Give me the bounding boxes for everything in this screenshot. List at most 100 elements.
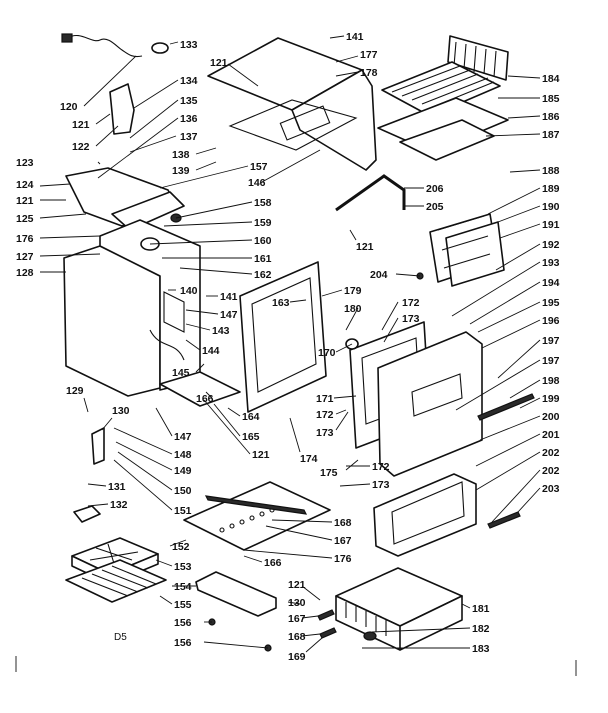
glass-191 [445,221,505,287]
callout-125: 125 [16,213,34,225]
drawer-181-ribs [345,602,387,636]
callout-148: 148 [174,449,192,461]
outer-door-window [411,373,463,417]
callout-141: 141 [220,291,238,303]
callout-173: 173 [316,427,334,439]
callout-121: 121 [356,241,374,253]
leader-lines [39,35,541,653]
wiring-144 [149,329,185,361]
callout-183: 183 [472,643,490,655]
callout-132: 132 [110,499,128,511]
callout-139: 139 [172,165,190,177]
callout-167: 167 [334,535,352,547]
drawer-front-201 [373,473,477,557]
callout-168: 168 [288,631,306,643]
callout-163: 163 [272,297,290,309]
callout-203: 203 [542,483,560,495]
callout-188: 188 [542,165,560,177]
drawer-front-inner [391,481,465,545]
callout-191: 191 [542,219,560,231]
callout-178: 178 [360,67,378,79]
cooktop-frame [291,69,377,171]
callout-133: 133 [180,39,198,51]
callout-136: 136 [180,113,198,125]
control-panel-157 [111,191,185,231]
callout-150: 150 [174,485,192,497]
callout-194: 194 [542,277,560,289]
callout-197: 197 [542,335,560,347]
callout-146: 146 [248,177,266,189]
callout-144: 144 [202,345,220,357]
callout-121: 121 [72,119,90,131]
callout-201: 201 [542,429,560,441]
element-205 [335,174,406,212]
callout-175: 175 [320,467,338,479]
callout-204: 204 [370,269,388,281]
callout-185: 185 [542,93,560,105]
callout-138: 138 [172,149,190,161]
callout-157: 157 [250,161,268,173]
callout-155: 155 [174,599,192,611]
leg-bracket-131 [91,427,105,465]
callout-147: 147 [220,309,238,321]
power-cord [67,34,143,58]
callout-164: 164 [242,411,260,423]
callout-140: 140 [180,285,198,297]
callout-202: 202 [542,465,560,477]
callout-172: 172 [316,409,334,421]
callout-129: 129 [66,385,84,397]
callout-124: 124 [16,179,34,191]
callout-122: 122 [72,141,90,153]
callout-184: 184 [542,73,560,85]
parts-layer [61,33,535,652]
burner-grate-155 [65,559,167,603]
callout-198: 198 [542,375,560,387]
callout-166: 166 [196,393,214,405]
callout-168: 168 [334,517,352,529]
callout-196: 196 [542,315,560,327]
callout-171: 171 [316,393,334,405]
callout-192: 192 [542,239,560,251]
callout-130: 130 [288,597,306,609]
callout-180: 180 [344,303,362,315]
bracket-140 [163,291,185,333]
callout-170: 170 [318,347,336,359]
callout-189: 189 [542,183,560,195]
callout-131: 131 [108,481,126,493]
callout-177: 177 [360,49,378,61]
bar-166 [204,495,308,515]
callout-156: 156 [174,637,192,649]
callout-202: 202 [542,447,560,459]
callout-205: 205 [426,201,444,213]
knob-133 [151,42,169,54]
clip-132 [73,505,101,523]
callout-167: 167 [288,613,306,625]
callout-153: 153 [174,561,192,573]
callout-156: 156 [174,617,192,629]
callout-195: 195 [542,297,560,309]
callout-193: 193 [542,257,560,269]
cooktop-inner [228,99,358,151]
callout-123: 123 [16,157,34,169]
door-frame-inner [251,277,317,393]
base-165 [159,371,241,407]
callout-labels: 133 141 121 177 178 184 120 134 185 121 … [16,31,560,663]
outer-door-196 [377,331,483,477]
drawer-181-sides [335,595,463,651]
roller-182 [363,631,377,641]
backguard-184 [447,35,509,81]
callout-172: 172 [402,297,420,309]
cooktop-insert [279,105,331,141]
callout-176: 176 [334,553,352,565]
callout-173: 173 [372,479,390,491]
callout-172: 172 [372,461,390,473]
callout-121: 121 [16,195,34,207]
callout-182: 182 [472,623,490,635]
rail-154 [195,571,277,617]
backguard-ribs [453,41,497,78]
callout-134: 134 [180,75,198,87]
callout-174: 174 [300,453,318,465]
door-frame-163 [239,261,327,413]
callout-176: 176 [16,233,34,245]
